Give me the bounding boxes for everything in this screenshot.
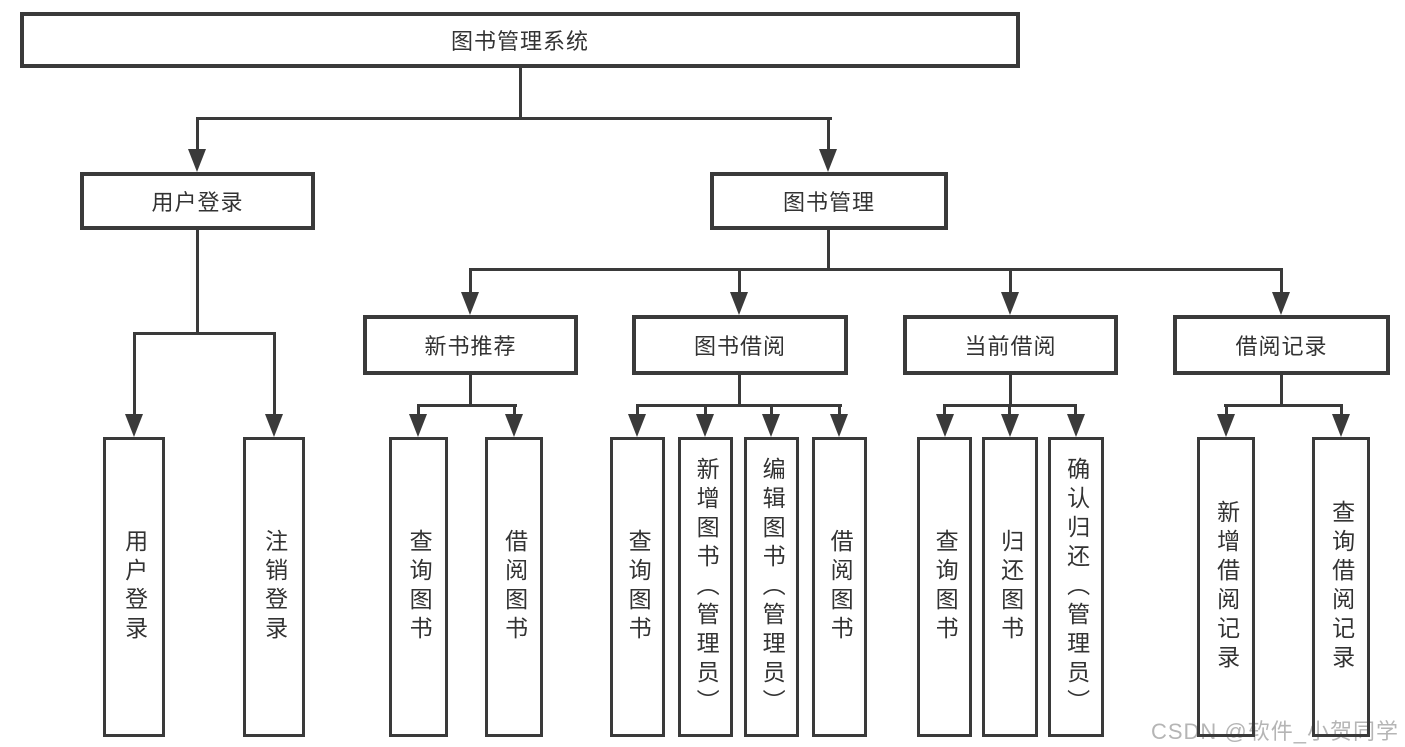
connector-line: [417, 404, 517, 407]
connector-line: [827, 117, 830, 151]
arrowhead-icon: [819, 149, 837, 172]
connector-line: [704, 404, 707, 416]
leaf-query-books-1: 查询图书: [389, 437, 448, 737]
connector-line: [838, 404, 841, 416]
connector-line: [770, 404, 773, 416]
connector-line: [943, 404, 946, 416]
connector-line: [196, 117, 832, 120]
connector-line: [738, 375, 741, 406]
node-book-management: 图书管理: [710, 172, 948, 230]
connector-line: [1009, 375, 1012, 406]
arrowhead-icon: [830, 414, 848, 437]
node-new-book-recommendation: 新书推荐: [363, 315, 578, 375]
arrowhead-icon: [1332, 414, 1350, 437]
arrowhead-icon: [696, 414, 714, 437]
leaf-edit-book-admin: 编辑图书（管理员）: [744, 437, 799, 737]
leaf-borrow-books-2: 借阅图书: [812, 437, 867, 737]
arrowhead-icon: [1217, 414, 1235, 437]
leaf-query-books-3: 查询图书: [917, 437, 972, 737]
arrowhead-icon: [1272, 292, 1290, 315]
connector-line: [1225, 404, 1228, 416]
arrowhead-icon: [1001, 292, 1019, 315]
connector-line: [196, 117, 199, 151]
leaf-user-login: 用户登录: [103, 437, 165, 737]
connector-line: [196, 230, 199, 334]
connector-line: [417, 404, 420, 416]
connector-line: [1224, 404, 1342, 407]
leaf-add-book-admin: 新增图书（管理员）: [678, 437, 733, 737]
leaf-add-borrow-record: 新增借阅记录: [1197, 437, 1255, 737]
arrowhead-icon: [730, 292, 748, 315]
connector-line: [469, 375, 472, 406]
node-library-management-system: 图书管理系统: [20, 12, 1020, 68]
arrowhead-icon: [762, 414, 780, 437]
connector-line: [273, 332, 276, 416]
connector-line: [636, 404, 842, 407]
connector-line: [133, 332, 276, 335]
arrowhead-icon: [505, 414, 523, 437]
connector-line: [469, 268, 1282, 271]
connector-line: [1008, 404, 1011, 416]
connector-line: [738, 268, 741, 294]
node-user-login: 用户登录: [80, 172, 315, 230]
arrowhead-icon: [628, 414, 646, 437]
connector-line: [133, 332, 136, 416]
arrowhead-icon: [188, 149, 206, 172]
connector-line: [1280, 268, 1283, 294]
connector-line: [469, 268, 472, 294]
leaf-confirm-return-admin: 确认归还（管理员）: [1048, 437, 1104, 737]
connector-line: [1280, 375, 1283, 406]
arrowhead-icon: [1001, 414, 1019, 437]
arrowhead-icon: [936, 414, 954, 437]
leaf-borrow-books-1: 借阅图书: [485, 437, 543, 737]
leaf-return-book: 归还图书: [982, 437, 1038, 737]
node-book-borrowing: 图书借阅: [632, 315, 848, 375]
connector-line: [1009, 268, 1012, 294]
arrowhead-icon: [125, 414, 143, 437]
node-current-borrowing: 当前借阅: [903, 315, 1118, 375]
watermark: CSDN @软件_小贺同学: [1150, 719, 1399, 744]
connector-line: [1074, 404, 1077, 416]
arrowhead-icon: [409, 414, 427, 437]
node-borrowing-records: 借阅记录: [1173, 315, 1390, 375]
arrowhead-icon: [265, 414, 283, 437]
connector-line: [1340, 404, 1343, 416]
leaf-query-borrow-record: 查询借阅记录: [1312, 437, 1370, 737]
connector-line: [636, 404, 639, 416]
leaf-query-books-2: 查询图书: [610, 437, 665, 737]
connector-line: [513, 404, 516, 416]
arrowhead-icon: [1067, 414, 1085, 437]
connector-line: [827, 230, 830, 270]
leaf-logout: 注销登录: [243, 437, 305, 737]
connector-line: [519, 68, 522, 118]
arrowhead-icon: [461, 292, 479, 315]
